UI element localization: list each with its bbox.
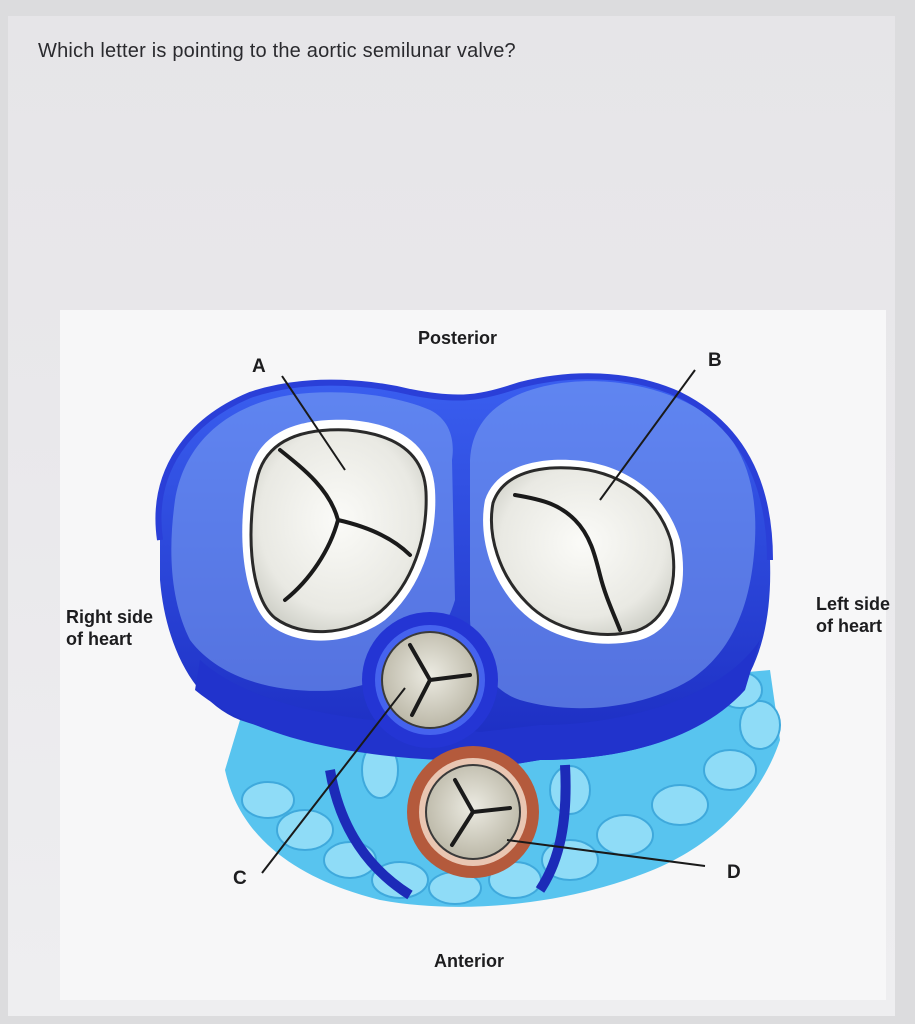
left-side-label: Left side of heart xyxy=(816,594,891,636)
anterior-label: Anterior xyxy=(434,951,505,971)
mitral-valve xyxy=(483,459,684,644)
letter-d-label: D xyxy=(727,862,741,883)
pulmonary-valve xyxy=(407,746,539,878)
aortic-valve xyxy=(362,612,498,748)
tricuspid-valve xyxy=(242,419,436,641)
leader-lines xyxy=(261,369,706,874)
question-text: Which letter is pointing to the aortic s… xyxy=(38,40,516,62)
leader-line-c xyxy=(261,687,406,874)
right-side-label: Right side of heart xyxy=(66,607,154,649)
leader-line-b xyxy=(599,369,696,501)
letter-b-label: B xyxy=(708,350,722,371)
leader-line-d xyxy=(506,839,706,867)
letter-a-label: A xyxy=(252,356,266,377)
leader-line-a xyxy=(281,375,346,471)
posterior-label: Posterior xyxy=(418,328,498,348)
letter-c-label: C xyxy=(233,868,247,889)
